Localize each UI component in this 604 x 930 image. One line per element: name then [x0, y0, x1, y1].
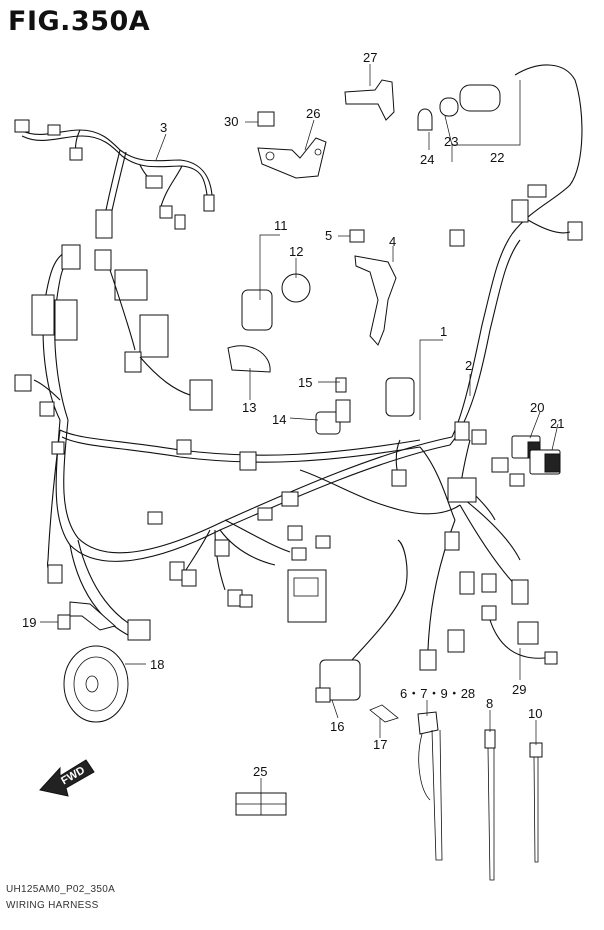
- callout-17: 17: [373, 737, 387, 752]
- callout-24: 24: [420, 152, 434, 167]
- right-connector-cluster: [391, 421, 558, 671]
- fwd-arrow-icon: FWD: [39, 759, 95, 797]
- brackets: [257, 79, 397, 346]
- callout-29: 29: [512, 682, 526, 697]
- horn-assembly: [57, 601, 151, 723]
- relay-assembly: [417, 84, 501, 131]
- callout-25: 25: [253, 764, 267, 779]
- callout-23: 23: [444, 134, 458, 149]
- footer-drawing-code: UH125AM0_P02_350A: [6, 884, 116, 895]
- callout-30: 30: [224, 114, 238, 129]
- cable-ties: [417, 711, 543, 881]
- callout-1: 1: [440, 324, 447, 339]
- callout-8: 8: [486, 696, 493, 711]
- left-connectors: [14, 244, 257, 584]
- callout-27: 27: [363, 50, 377, 65]
- callout-11: 11: [274, 218, 288, 233]
- leader-lines: [40, 64, 559, 793]
- figure-title: FIG.350A: [8, 6, 151, 37]
- sensor-assembly: [315, 377, 415, 435]
- sub-harness-3: [14, 119, 215, 239]
- band-25: [235, 792, 287, 816]
- callout-21: 21: [550, 416, 564, 431]
- callout-20: 20: [530, 400, 544, 415]
- footer-drawing-name: WIRING HARNESS: [6, 900, 99, 911]
- connectors-20-21: [511, 435, 561, 475]
- callout-4: 4: [389, 234, 396, 249]
- callout-14: 14: [272, 412, 286, 427]
- switch-assembly: [227, 273, 311, 373]
- callout-2: 2: [465, 358, 472, 373]
- callout-12: 12: [289, 244, 303, 259]
- callout-26: 26: [306, 106, 320, 121]
- callout-labels: 1 2 3 4 5 6・7・9・28 8 10 11 12 13 14 15 1…: [22, 50, 564, 779]
- callout-3: 3: [160, 120, 167, 135]
- callout-19: 19: [22, 615, 36, 630]
- callout-16: 16: [330, 719, 344, 734]
- callout-6-7-9-28: 6・7・9・28: [400, 686, 475, 701]
- switch-16-17: [315, 539, 408, 723]
- callout-10: 10: [528, 706, 542, 721]
- center-connector-cluster: [169, 491, 331, 623]
- upper-right-leads: [449, 184, 583, 247]
- callout-13: 13: [242, 400, 256, 415]
- callout-15: 15: [298, 375, 312, 390]
- callout-5: 5: [325, 228, 332, 243]
- callout-22: 22: [490, 150, 504, 165]
- callout-18: 18: [150, 657, 164, 672]
